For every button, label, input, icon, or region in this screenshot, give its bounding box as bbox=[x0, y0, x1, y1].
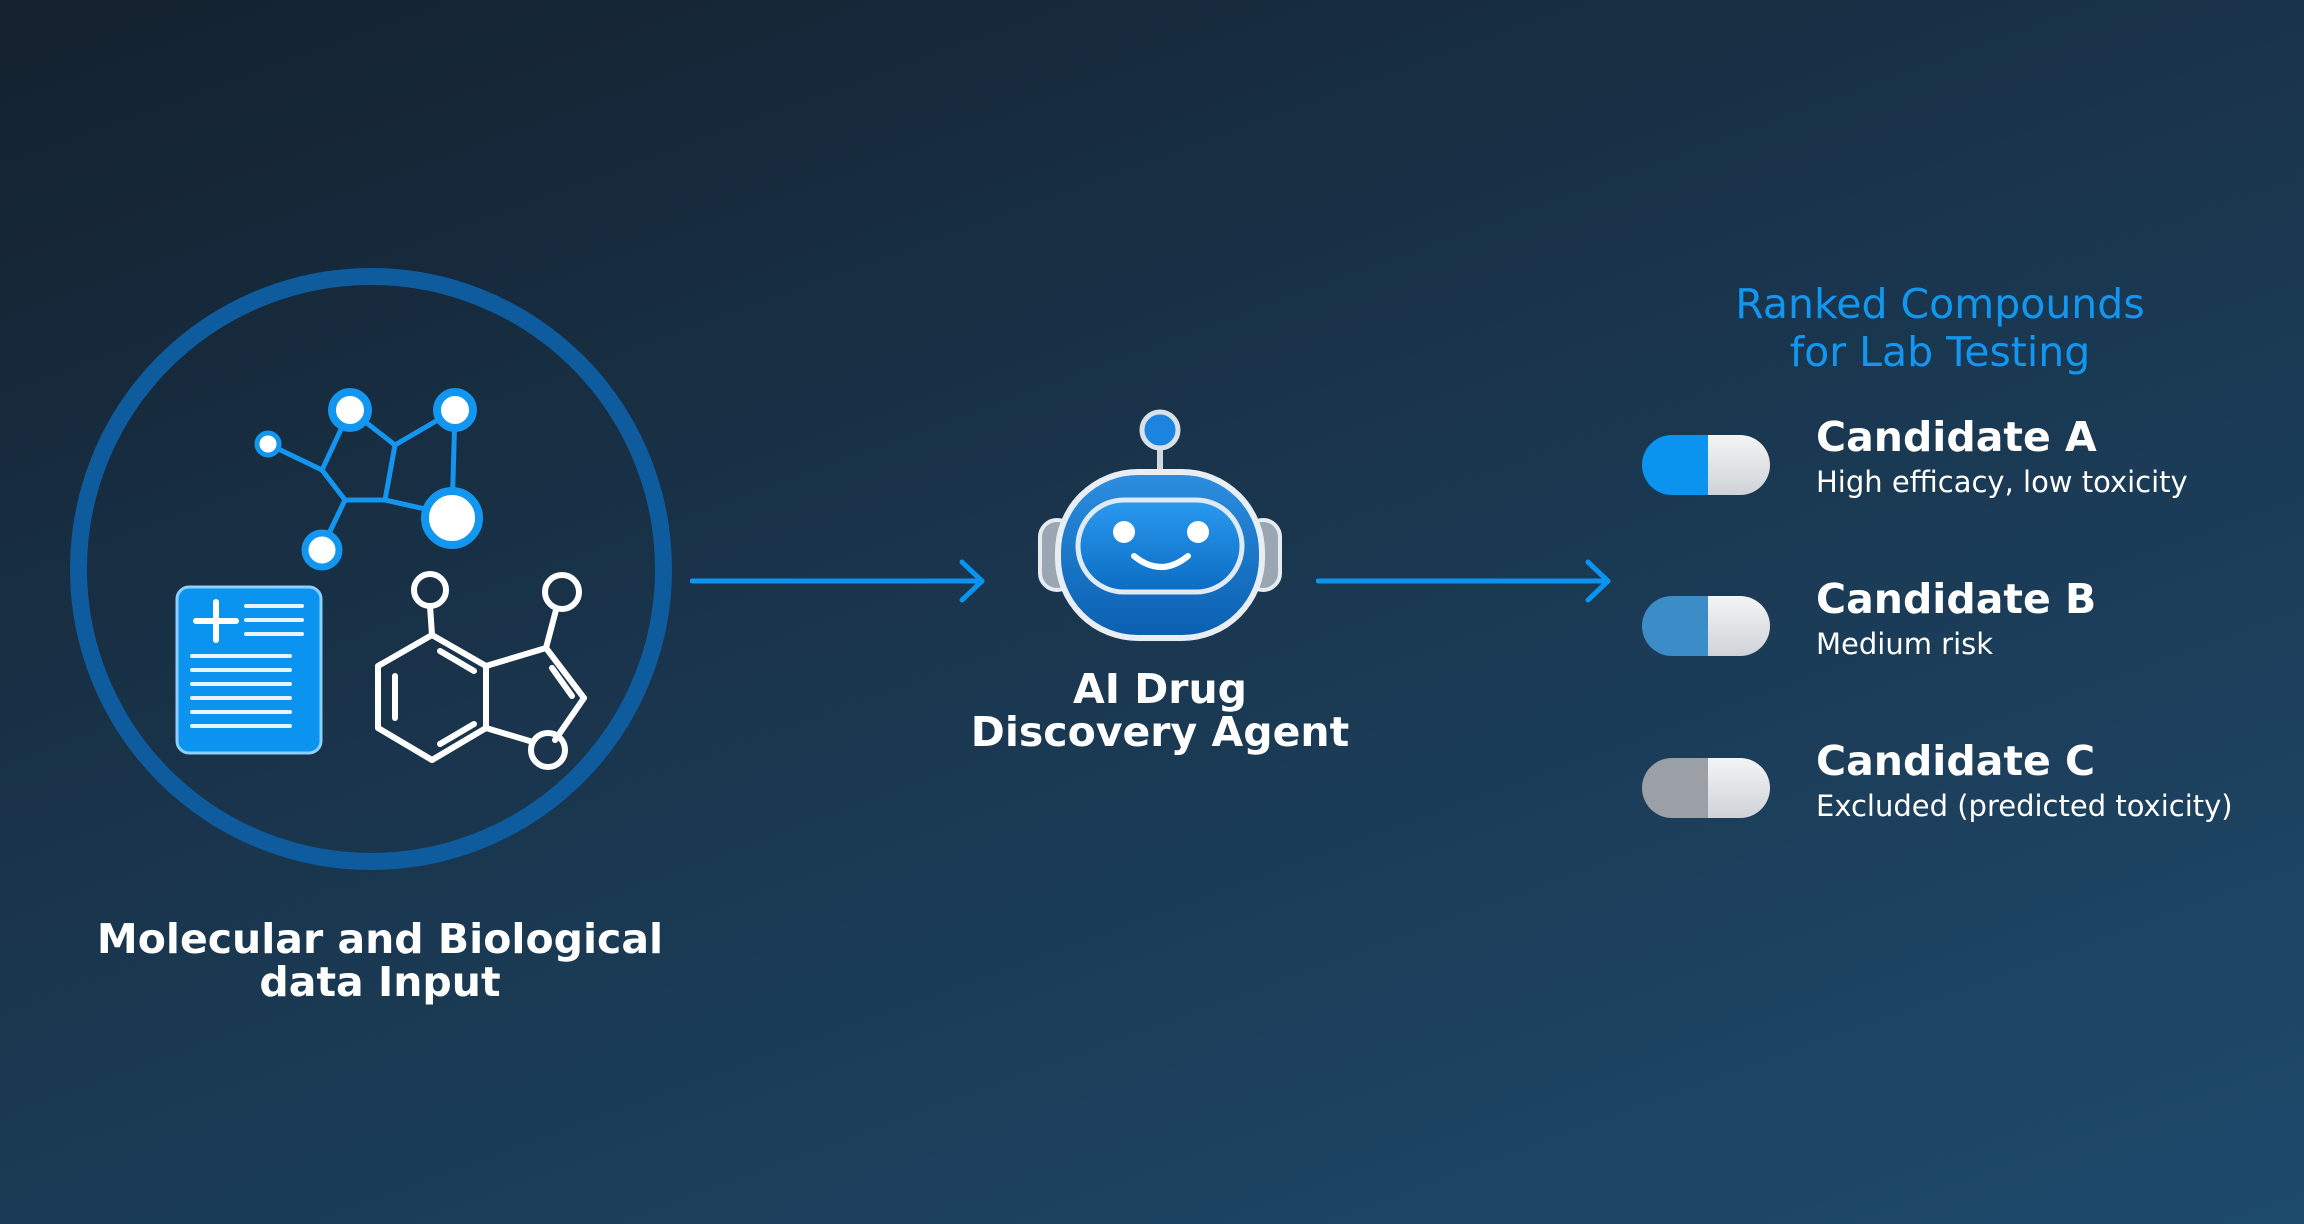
molecule-network-icon bbox=[254, 388, 483, 571]
candidate-desc: Medium risk bbox=[1816, 627, 1994, 661]
results-title-line2: for Lab Testing bbox=[1789, 328, 2091, 376]
benzofuran-structure-icon bbox=[375, 571, 587, 770]
capsule-left-half bbox=[1642, 435, 1708, 495]
candidate-c: Candidate C Excluded (predicted toxicity… bbox=[1816, 738, 2296, 824]
candidate-b: Candidate B Medium risk bbox=[1816, 576, 2296, 662]
candidate-a: Candidate A High efficacy, low toxicity bbox=[1816, 414, 2296, 500]
candidate-desc: Excluded (predicted toxicity) bbox=[1816, 789, 2233, 823]
capsule-icon bbox=[1642, 435, 1770, 495]
candidate-name: Candidate C bbox=[1816, 737, 2096, 785]
capsule-icon bbox=[1642, 596, 1770, 656]
arrow-right-icon bbox=[690, 559, 985, 603]
medical-document-icon bbox=[175, 585, 323, 755]
input-label-line2: data Input bbox=[259, 958, 501, 1006]
candidate-name: Candidate B bbox=[1816, 575, 2097, 623]
agent-label: AI Drug Discovery Agent bbox=[960, 668, 1360, 754]
candidate-name: Candidate A bbox=[1816, 413, 2097, 461]
input-label-line1: Molecular and Biological bbox=[96, 915, 664, 963]
results-title: Ranked Compounds for Lab Testing bbox=[1680, 280, 2200, 376]
input-label: Molecular and Biological data Input bbox=[80, 918, 680, 1004]
candidate-desc: High efficacy, low toxicity bbox=[1816, 465, 2188, 499]
capsule-left-half bbox=[1642, 596, 1708, 656]
robot-agent-icon bbox=[1038, 409, 1282, 641]
agent-label-line2: Discovery Agent bbox=[970, 708, 1350, 756]
agent-label-line1: AI Drug bbox=[1072, 665, 1248, 713]
arrow-right-icon bbox=[1316, 559, 1611, 603]
results-title-line1: Ranked Compounds bbox=[1735, 280, 2145, 328]
capsule-left-half bbox=[1642, 758, 1708, 818]
capsule-icon bbox=[1642, 758, 1770, 818]
